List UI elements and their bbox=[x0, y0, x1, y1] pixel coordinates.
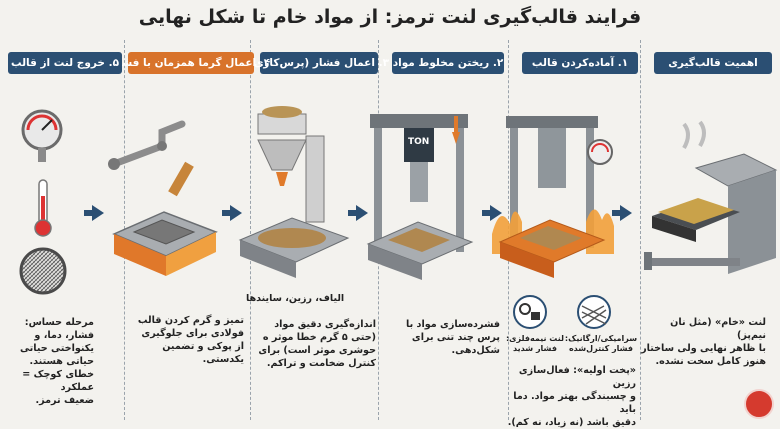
step-pour-mixture: ۲. ریختن مخلوط مواد bbox=[388, 40, 508, 425]
semi-metallic-label: لنت نیمه‌فلزی:فشار شدید bbox=[505, 334, 565, 353]
page-title: فرایند قالب‌گیری لنت ترمز: از مواد خام ت… bbox=[138, 6, 642, 28]
step-heading: ۲. ریختن مخلوط مواد bbox=[392, 52, 504, 74]
step-prepare-mold: ۱. آماده‌کردن قالب bbox=[518, 40, 642, 425]
thermometer-icon bbox=[34, 179, 52, 237]
step-heading: ۳. اعمال فشار (پرس‌کاری) bbox=[249, 52, 389, 74]
press-ton-label: TON bbox=[408, 137, 430, 147]
flow-arrow bbox=[612, 205, 632, 221]
separator bbox=[640, 40, 641, 420]
ejected-brake-pad-icon bbox=[644, 120, 778, 274]
heated-press-icon bbox=[492, 116, 614, 278]
step-importance: اهمیت قالب‌گیری bbox=[650, 40, 776, 425]
pressure-gauge-icon bbox=[21, 109, 63, 162]
step-heading: اهمیت قالب‌گیری bbox=[654, 52, 772, 74]
flow-arrow bbox=[482, 205, 502, 221]
brand-logo-icon bbox=[744, 389, 774, 419]
flow-arrow bbox=[84, 205, 104, 221]
ceramic-fiber-icon bbox=[577, 295, 611, 329]
texture-magnifier-icon bbox=[19, 247, 67, 295]
step-description: لنت «خام» (مثل نان نیم‌پز)با ظاهر نهایی … bbox=[641, 317, 766, 367]
step-heading: ۱. آماده‌کردن قالب bbox=[522, 52, 638, 74]
materials-label: الیاف، رزین، سایندها bbox=[246, 293, 345, 304]
semi-metallic-icon bbox=[513, 295, 547, 329]
separator bbox=[250, 40, 251, 420]
step-apply-pressure: ۳. اعمال فشار (پرس‌کاری) bbox=[249, 40, 389, 425]
flow-arrow bbox=[222, 205, 242, 221]
step-description: اندازه‌گیری دقیق مواد(حتی ۵ گرم خطا موثر… bbox=[258, 319, 376, 369]
step-heading: ۴. اعمال گرما همزمان با فشار bbox=[112, 52, 270, 74]
flow-arrow bbox=[348, 205, 368, 221]
step-heat-pressure: ۴. اعمال گرما همزمان با فشار bbox=[112, 40, 270, 425]
scale-and-hopper-icon bbox=[238, 106, 350, 278]
hydraulic-press-icon bbox=[366, 114, 474, 280]
step-heading: ۵. خروج لنت از قالب bbox=[8, 52, 122, 74]
heated-mold-robot-arm-icon bbox=[108, 120, 218, 276]
step-ejection: ۵. خروج لنت از قالب bbox=[4, 40, 126, 425]
ceramic-label: سرامیکی/ارگانیک:فشار کنترل‌شده bbox=[564, 334, 638, 353]
